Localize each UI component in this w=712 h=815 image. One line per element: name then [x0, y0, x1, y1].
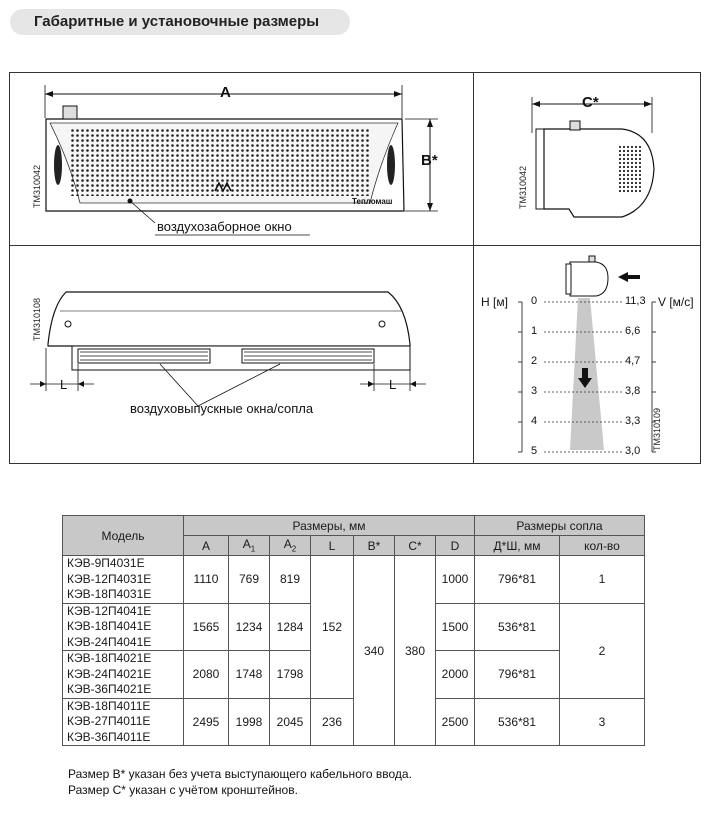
bottom-view-drawing [30, 291, 426, 407]
h-value-label: 5 [531, 445, 538, 457]
a2-cell: 2045 [269, 697, 311, 746]
velocity-panel: H [м] V [м/с] TM310109 0 11,3 1 6,6 2 4,7 3 3,8… [473, 245, 701, 464]
note-c: Размер С* указан с учётом кронштейнов. [68, 783, 298, 797]
nozzle-cell: 796*81 [474, 555, 560, 604]
a-cell: 1565 [183, 602, 229, 651]
d-cell: 1000 [435, 555, 475, 604]
section-title-pill: Габаритные и установочные размеры [10, 9, 350, 35]
intake-window-label: воздухозаборное окно [157, 219, 292, 234]
dim-c-label: C* [582, 94, 599, 111]
side-view-drawing [531, 97, 655, 218]
count-cell: 3 [559, 697, 645, 746]
c-merged-cell: 380 [394, 555, 436, 746]
col-l: L [310, 535, 354, 556]
nozzle-cell: 536*81 [474, 602, 560, 651]
h-value-label: 1 [531, 325, 538, 337]
section-title: Габаритные и установочные размеры [34, 13, 320, 30]
v-value-label: 6,6 [625, 325, 641, 337]
side-view-tm-code: TM310042 [518, 165, 528, 209]
v-value-label: 4,7 [625, 355, 641, 367]
count-cell: 1 [559, 555, 645, 604]
velocity-drawing [518, 255, 656, 453]
col-d: D [435, 535, 475, 556]
a2-cell: 1798 [269, 650, 311, 699]
col-a: A [183, 535, 229, 556]
col-c: C* [394, 535, 436, 556]
bottom-view-panel: TM310108 L L воздуховыпускные окна/сопла [9, 245, 475, 464]
nozzle-cell: 796*81 [474, 650, 560, 699]
d-cell: 1500 [435, 602, 475, 651]
col-nozzle-count: кол-во [559, 535, 645, 556]
note-b: Размер В* указан без учета выступающего … [68, 767, 412, 781]
a-cell: 2080 [183, 650, 229, 699]
front-view-drawing [44, 85, 438, 236]
nozzle-cell: 536*81 [474, 697, 560, 746]
v-value-label: 11,3 [625, 295, 646, 307]
l-cell: 236 [310, 697, 354, 746]
v-value-label: 3,3 [625, 415, 641, 427]
a1-cell: 769 [228, 555, 270, 604]
col-model: Модель [62, 515, 184, 556]
a2-cell: 819 [269, 555, 311, 604]
h-value-label: 2 [531, 355, 538, 367]
col-a2: A2 [269, 535, 311, 556]
dim-a-label: A [220, 84, 231, 101]
a-cell: 1110 [183, 555, 229, 604]
brand-label: Тепломаш [352, 197, 393, 206]
velocity-tm-code: TM310109 [652, 407, 662, 451]
l-merged-cell: 152 [310, 555, 354, 699]
count-merged-cell: 2 [559, 602, 645, 699]
h-axis-label: H [м] [481, 295, 508, 309]
h-value-label: 0 [531, 295, 538, 307]
dim-l-left-label: L [60, 377, 68, 392]
spec-table: Модель Размеры, мм Размеры сопла A A1 A2… [62, 515, 645, 746]
d-cell: 2500 [435, 697, 475, 746]
h-value-label: 3 [531, 385, 538, 397]
front-view-tm-code: TM310042 [32, 164, 42, 208]
bottom-view-tm-code: TM310108 [32, 297, 42, 341]
d-cell: 2000 [435, 650, 475, 699]
dim-l-right-label: L [389, 377, 397, 392]
front-view-panel: A B* TM310042 Тепломаш воздухозаборное о… [9, 72, 475, 247]
col-a1: A1 [228, 535, 270, 556]
a1-cell: 1748 [228, 650, 270, 699]
b-merged-cell: 340 [353, 555, 395, 746]
side-view-panel: C* TM310042 [473, 72, 701, 247]
a1-cell: 1998 [228, 697, 270, 746]
outlet-windows-label: воздуховыпускные окна/сопла [130, 401, 314, 416]
v-axis-label: V [м/с] [658, 295, 694, 309]
a1-cell: 1234 [228, 602, 270, 651]
col-b: B* [353, 535, 395, 556]
a-cell: 2495 [183, 697, 229, 746]
h-value-label: 4 [531, 415, 538, 427]
col-dims-group: Размеры, мм [183, 515, 475, 536]
v-value-label: 3,0 [625, 445, 641, 457]
v-value-label: 3,8 [625, 385, 641, 397]
a2-cell: 1284 [269, 602, 311, 651]
dim-b-label: B* [421, 152, 438, 169]
col-nozzle-size: Д*Ш, мм [474, 535, 560, 556]
col-nozzle-group: Размеры сопла [474, 515, 645, 536]
